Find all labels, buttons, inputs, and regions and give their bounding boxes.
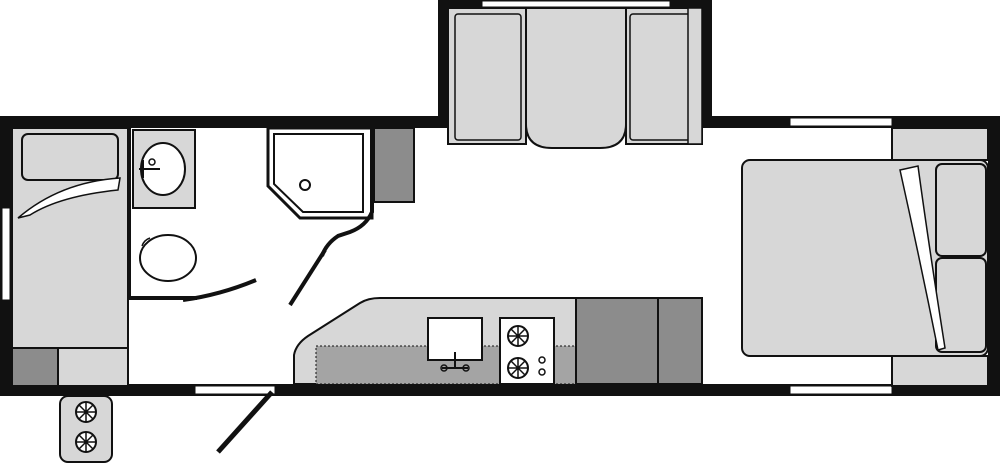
- bathroom-walls: [127, 128, 197, 300]
- windows: [1, 0, 893, 395]
- burner-icon: [507, 325, 529, 347]
- stove-cooktop: [499, 317, 555, 385]
- kitchen-sink: [427, 317, 483, 372]
- toilet: [139, 234, 197, 282]
- refrigerator: [575, 297, 703, 385]
- burner-icon: [75, 401, 97, 423]
- bathroom-partition: [320, 128, 374, 257]
- bathroom-sink: [132, 129, 196, 209]
- bathroom-door-leaf: [288, 248, 327, 307]
- queen-bed: [741, 127, 989, 387]
- burner-icon: [507, 357, 529, 379]
- dinette-slideout: [447, 7, 703, 149]
- wardrobe: [373, 127, 415, 203]
- exterior-grill: [59, 395, 113, 463]
- bunk-bed: [11, 127, 129, 387]
- bathroom-door-swing: [182, 278, 257, 302]
- corner-shower: [266, 126, 374, 220]
- burner-icon: [75, 431, 97, 453]
- entry-door: [216, 390, 274, 454]
- burner-knob-icon: [538, 368, 546, 376]
- burner-knob-icon: [538, 356, 546, 364]
